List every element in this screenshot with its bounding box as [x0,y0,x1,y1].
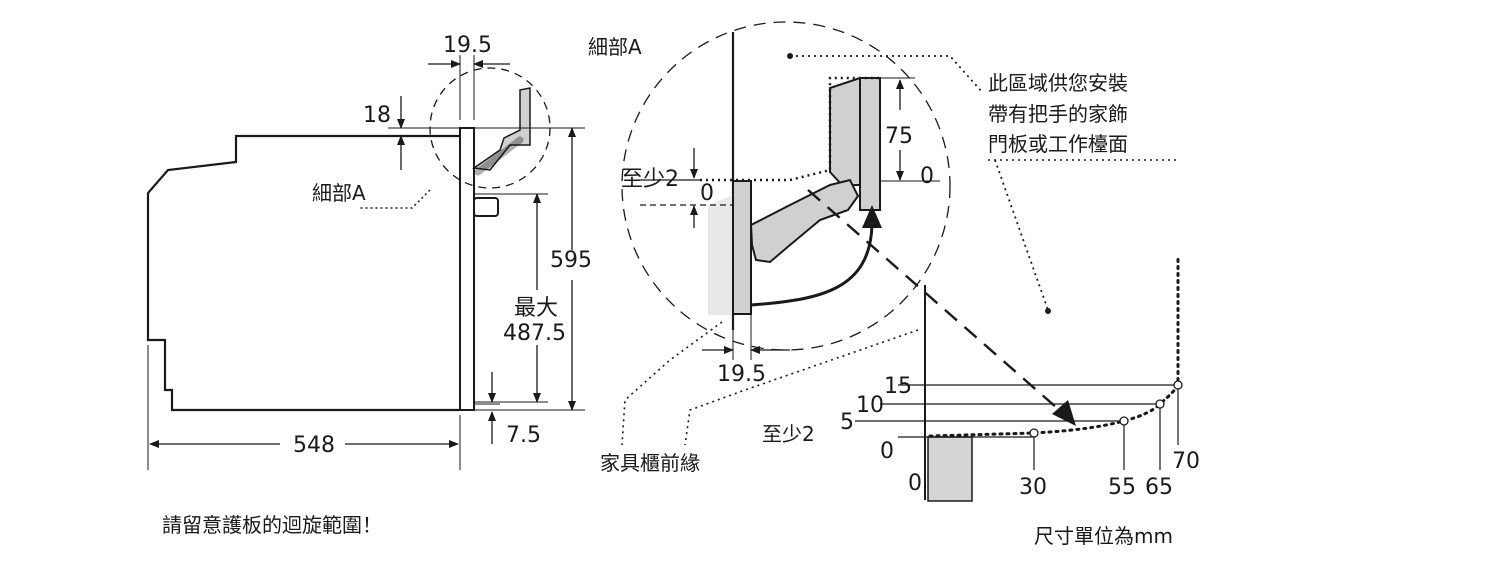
note-area-line-3: 門板或工作檯面 [988,132,1128,156]
detail-a-view [621,21,1178,446]
label-at-least-2-bottom: 至少2 [762,422,815,446]
graph-y-10: 10 [856,393,884,418]
dim-7-5: 7.5 [506,423,541,448]
graph-y-0: 0 [880,439,894,464]
dim-19-5-bottom: 19.5 [717,362,766,387]
graph-x-55: 55 [1108,475,1136,500]
dim-18: 18 [363,103,391,128]
graph-y-5: 5 [840,410,854,435]
label-detail-a-top: 細部A [588,35,642,59]
label-furniture-edge: 家具櫃前緣 [600,451,700,475]
graph-x-70: 70 [1172,449,1200,474]
dim-595: 595 [550,248,592,273]
hinge-note: 請留意護板的迴旋範圍！ [162,513,382,537]
graph-x-0: 0 [908,471,922,496]
graph-x-65: 65 [1145,475,1173,500]
unit-note: 尺寸單位為mm [1034,524,1173,548]
swing-clearance-graph [855,253,1183,502]
dim-548: 548 [293,433,335,458]
note-area-line-2: 帶有把手的家飾 [988,102,1128,126]
dim-0-left: 0 [700,181,714,206]
note-area-line-1: 此區域供您安裝 [988,71,1128,95]
graph-x-30: 30 [1019,475,1047,500]
dim-0-right: 0 [920,164,934,189]
oven-side-view [146,55,585,470]
label-max: 最大 [514,296,558,321]
dim-19-5-top: 19.5 [443,33,492,58]
label-detail-a-left: 細部A [312,181,366,205]
graph-y-15: 15 [884,374,912,399]
dim-75: 75 [885,124,913,149]
dim-487-5: 487.5 [503,321,566,346]
label-at-least-2-top: 至少2 [621,167,679,192]
